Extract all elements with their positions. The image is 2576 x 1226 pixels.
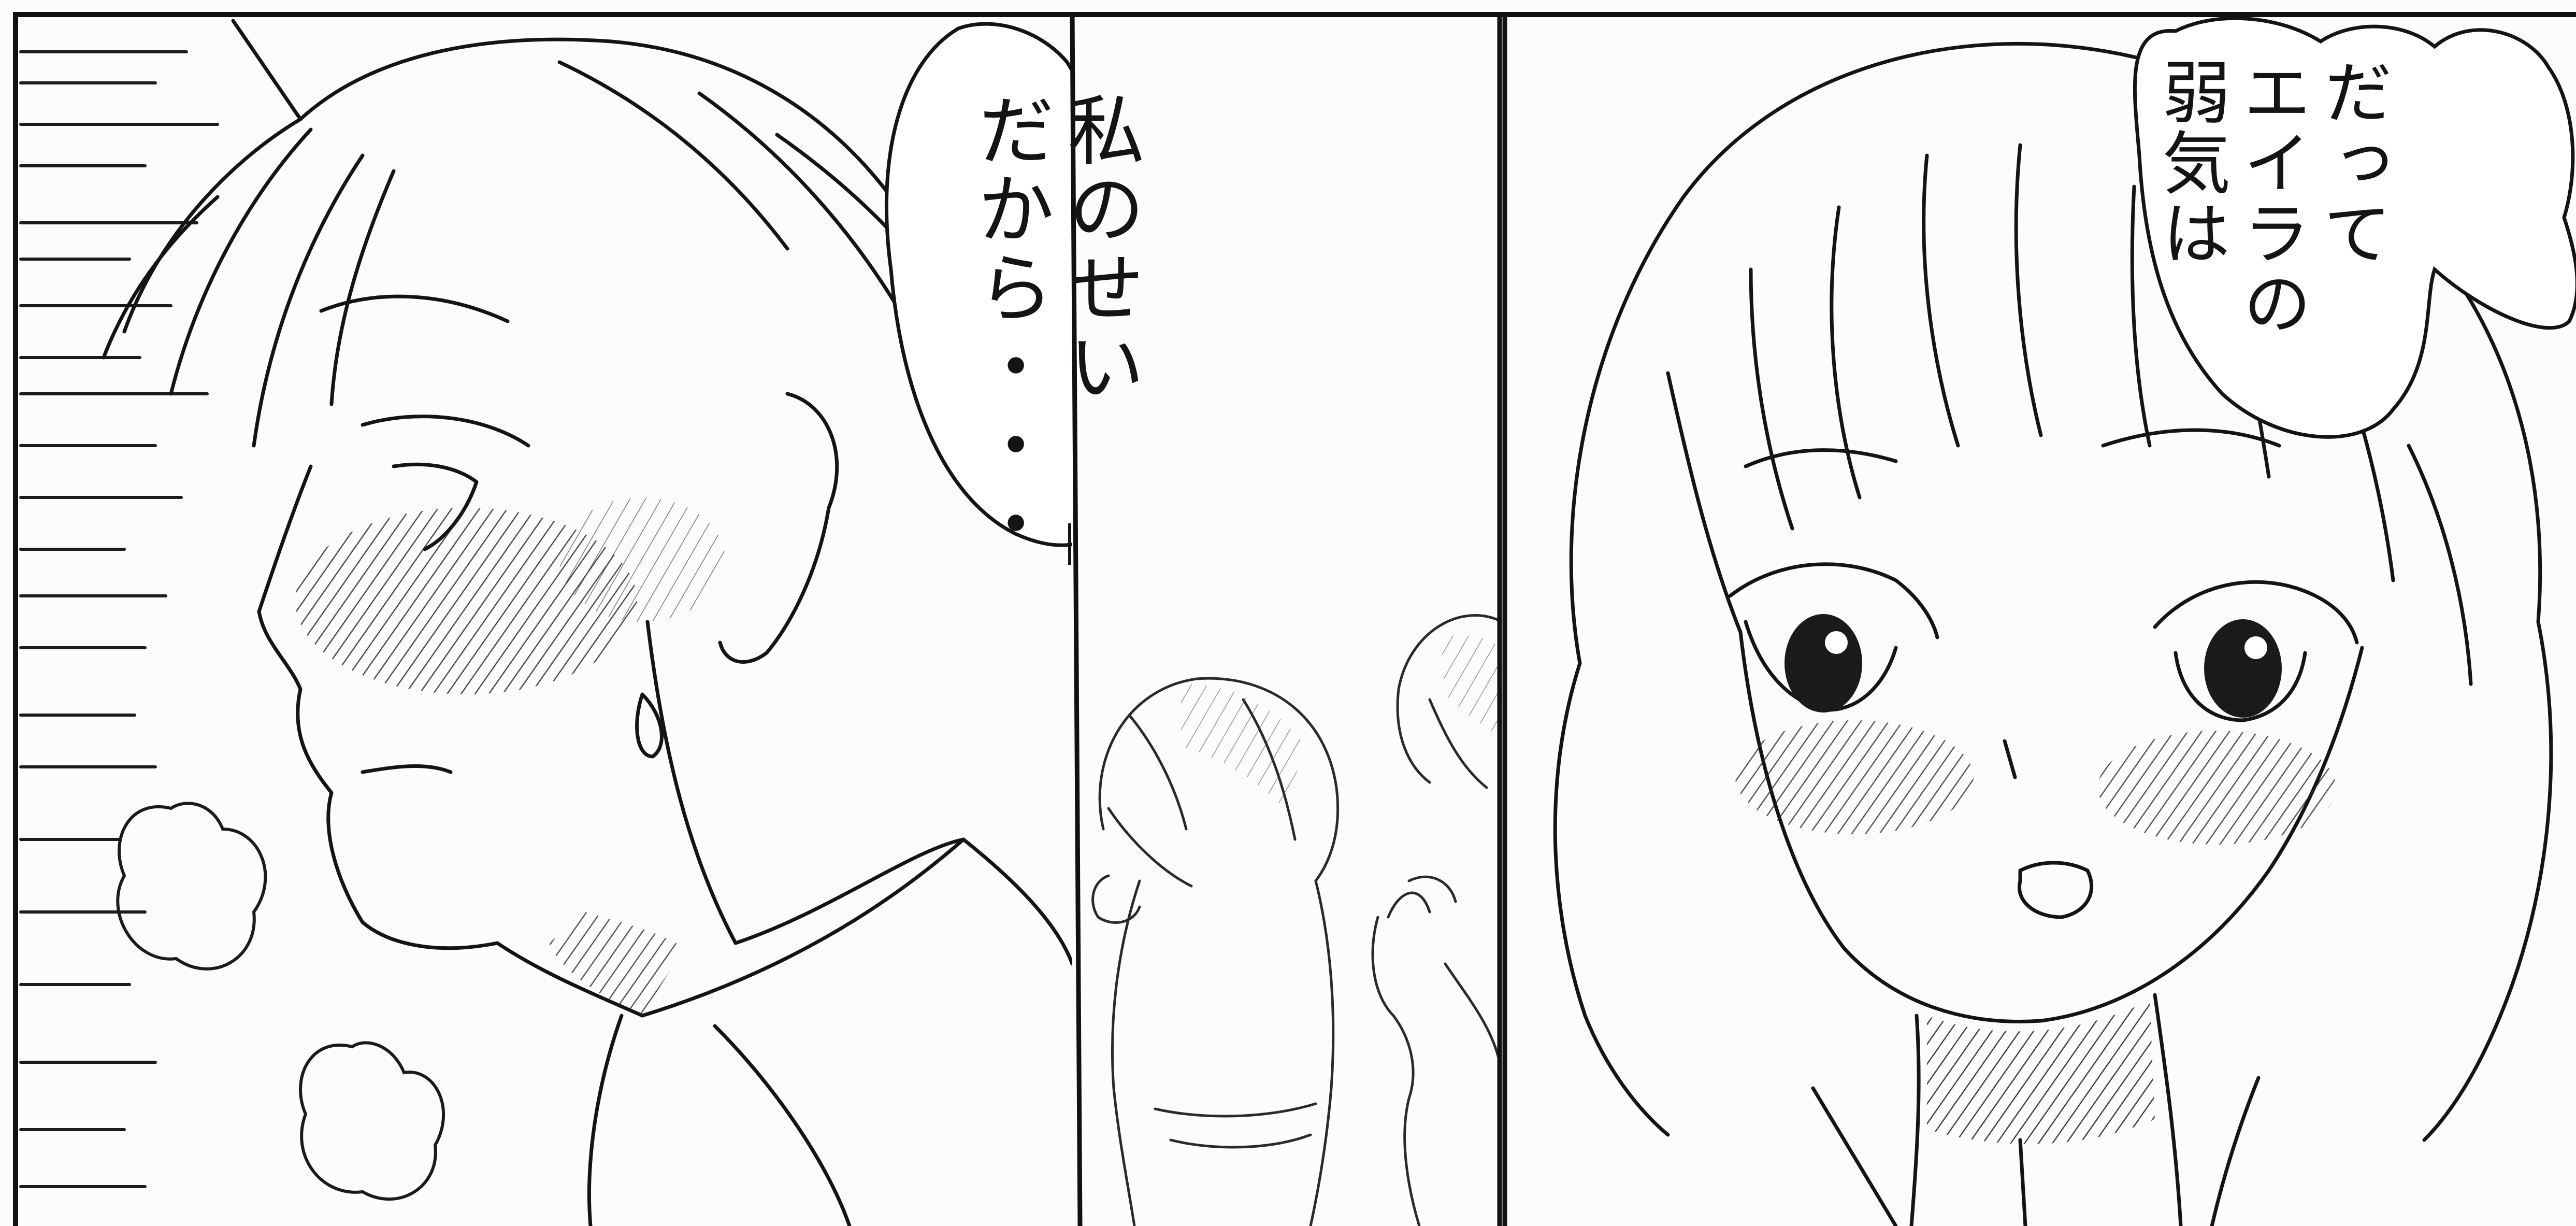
panel-borders — [13, 12, 2576, 1226]
speech-text-2: だって エイラの 弱気は — [2150, 57, 2392, 339]
panel-right — [1505, 16, 2576, 1226]
speed-lines — [19, 50, 219, 1188]
panel-middle — [1072, 16, 1500, 1226]
speech-text-1: 私のせい だから・・・ — [964, 91, 1144, 563]
left-character — [102, 19, 1072, 1226]
puff-marks — [116, 802, 445, 1201]
speech-bubble-2 — [2133, 16, 2576, 439]
panel-left — [16, 16, 1072, 1226]
